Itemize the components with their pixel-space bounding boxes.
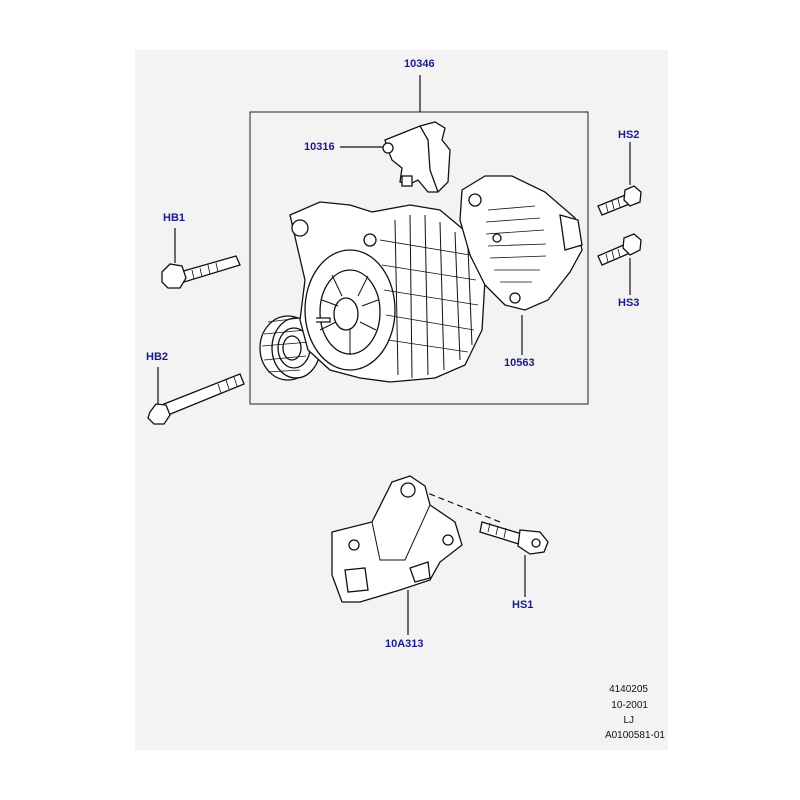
- callout-hb2: HB2: [146, 351, 169, 363]
- callout-hs3: HS3: [618, 297, 640, 309]
- bolt-hb2-part: [147, 373, 245, 425]
- assembly-frame: [249, 111, 589, 405]
- alternator-body: [289, 201, 486, 383]
- screw-hs1-part: [479, 521, 549, 555]
- callout-hs2: HS2: [618, 129, 640, 141]
- callout-regulator: 10316: [304, 141, 335, 153]
- rear-cover-part: [459, 175, 583, 311]
- screw-hs3-part: [597, 233, 642, 266]
- callout-hs1: HS1: [512, 599, 534, 611]
- alignment-dash: [419, 489, 501, 523]
- reference-line-4: A0100581-01: [604, 730, 665, 741]
- bracket-part: [331, 475, 463, 603]
- screw-hs2-part: [597, 185, 642, 216]
- reference-line-3: LJ: [623, 715, 634, 726]
- reference-line-2: 10-2001: [611, 700, 648, 711]
- callout-rear-cover: 10563: [504, 357, 535, 369]
- bolt-hb1-part: [161, 255, 241, 289]
- callout-hb1: HB1: [163, 212, 186, 224]
- callout-bracket: 10A313: [385, 638, 424, 650]
- reference-line-1: 4140205: [609, 684, 648, 695]
- regulator-part: [382, 121, 451, 193]
- callout-assembly: 10346: [404, 58, 435, 70]
